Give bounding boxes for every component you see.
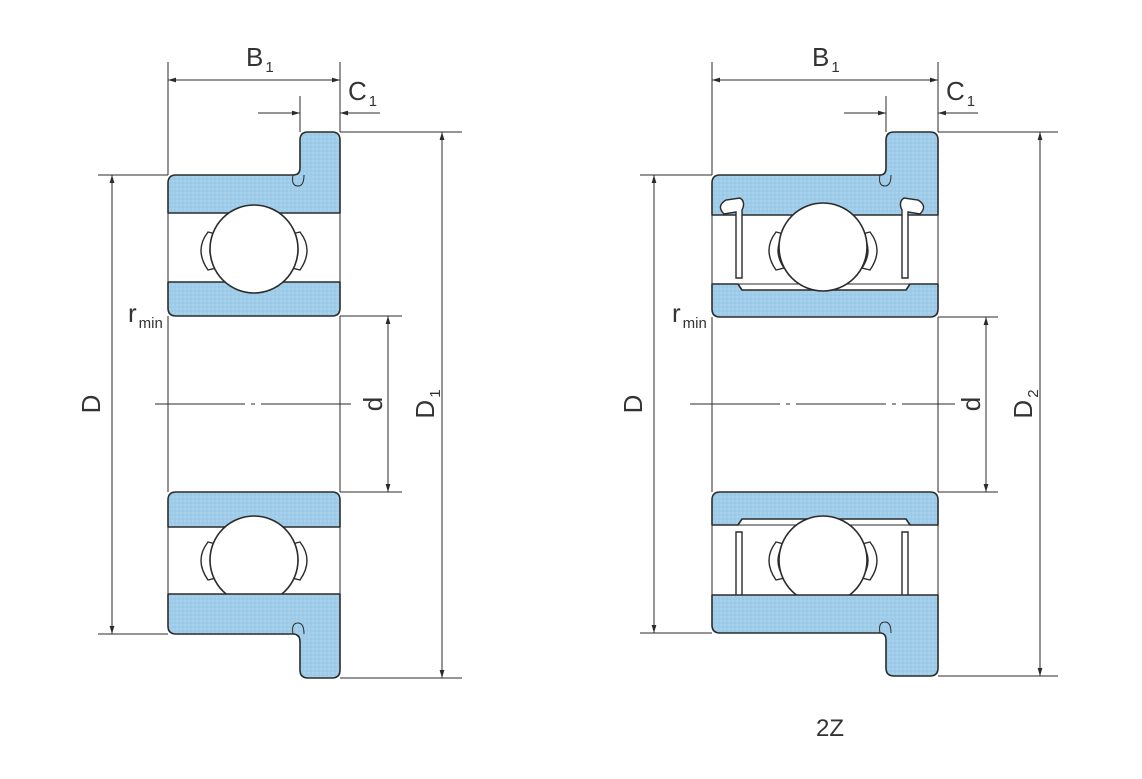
left-upper-outer-ring <box>167 131 341 214</box>
right-lower-notch <box>879 621 892 634</box>
left-lower-outer-ring <box>167 593 341 679</box>
left-D-label: D <box>76 395 106 414</box>
right-D-label: D <box>618 395 648 414</box>
shield-type-caption: 2Z <box>816 715 844 742</box>
left-d-label: d <box>358 397 388 411</box>
left-upper-notch <box>292 174 305 187</box>
right-upper-outer-ring <box>711 131 939 216</box>
right-lower-outer-ring <box>711 594 939 677</box>
right-d-label: d <box>956 397 986 411</box>
right-D2-label: D2 <box>1008 389 1042 418</box>
left-D1-label: D1 <box>410 389 444 418</box>
right-upper-notch <box>879 174 892 187</box>
right-lower-ball <box>778 515 868 605</box>
right-upper-ball <box>778 202 868 292</box>
left-upper-inner-ring <box>167 281 341 317</box>
right-upper-shield-left <box>719 197 745 279</box>
right-upper-shield-right <box>899 197 925 279</box>
left-upper-ball <box>209 204 299 294</box>
left-lower-ball <box>209 515 299 605</box>
left-lower-notch <box>292 622 305 635</box>
right-lower-inner-ring <box>711 491 939 526</box>
